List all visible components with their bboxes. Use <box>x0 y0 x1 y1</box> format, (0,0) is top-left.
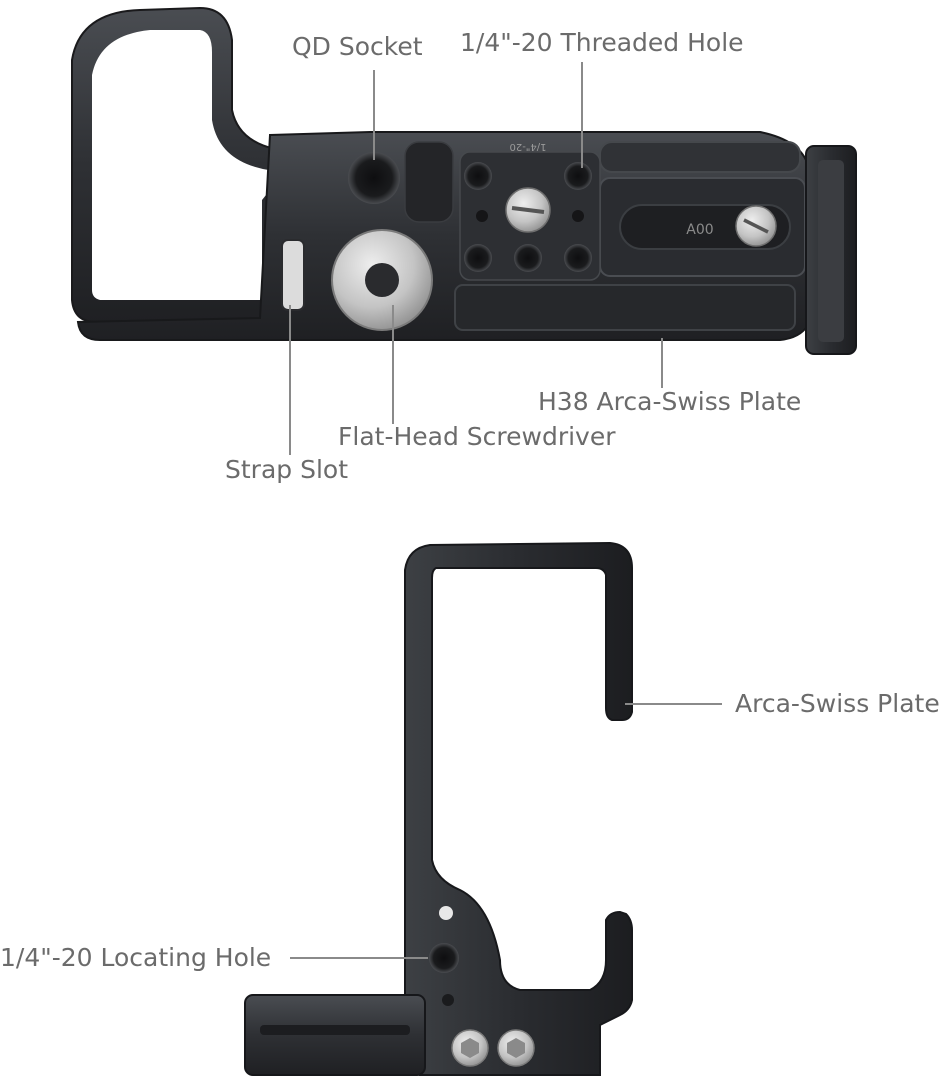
label-strap-slot: Strap Slot <box>225 455 348 484</box>
qd-recess <box>404 141 454 223</box>
label-screwdriver: Flat-Head Screwdriver <box>338 422 616 451</box>
upper-slot <box>599 141 801 173</box>
screwdriver-center <box>365 263 399 297</box>
threaded-holes <box>464 162 592 272</box>
label-qd-socket: QD Socket <box>292 32 423 61</box>
clamp-knob-slot <box>743 218 769 234</box>
label-arca-plate: Arca-Swiss Plate <box>735 689 940 718</box>
grip-loop-inner <box>92 30 310 300</box>
bracket-foot-groove <box>260 1025 410 1035</box>
label-threaded-hole: 1/4"-20 Threaded Hole <box>460 28 744 57</box>
label-locating-hole: 1/4"-20 Locating Hole <box>0 943 272 972</box>
small-hole-bottom <box>442 994 454 1006</box>
center-screw-slot <box>511 206 545 214</box>
strap-slot-opening <box>281 239 305 311</box>
lower-rail <box>454 284 796 331</box>
top-plate-view: 1/4"-20 A00 <box>71 6 857 355</box>
locating-hole <box>429 943 459 973</box>
label-h38-plate: H38 Arca-Swiss Plate <box>538 387 802 416</box>
hex-screws <box>451 1029 535 1067</box>
clamp-marking: A00 <box>686 222 713 238</box>
plate-marking: 1/4"-20 <box>509 141 546 152</box>
end-cap-ridge <box>818 160 844 342</box>
side-bracket-view <box>244 541 633 1076</box>
leader-lines <box>289 62 722 959</box>
bracket-upright <box>404 541 633 1076</box>
small-hole-top <box>439 906 453 920</box>
qd-socket <box>348 152 400 204</box>
